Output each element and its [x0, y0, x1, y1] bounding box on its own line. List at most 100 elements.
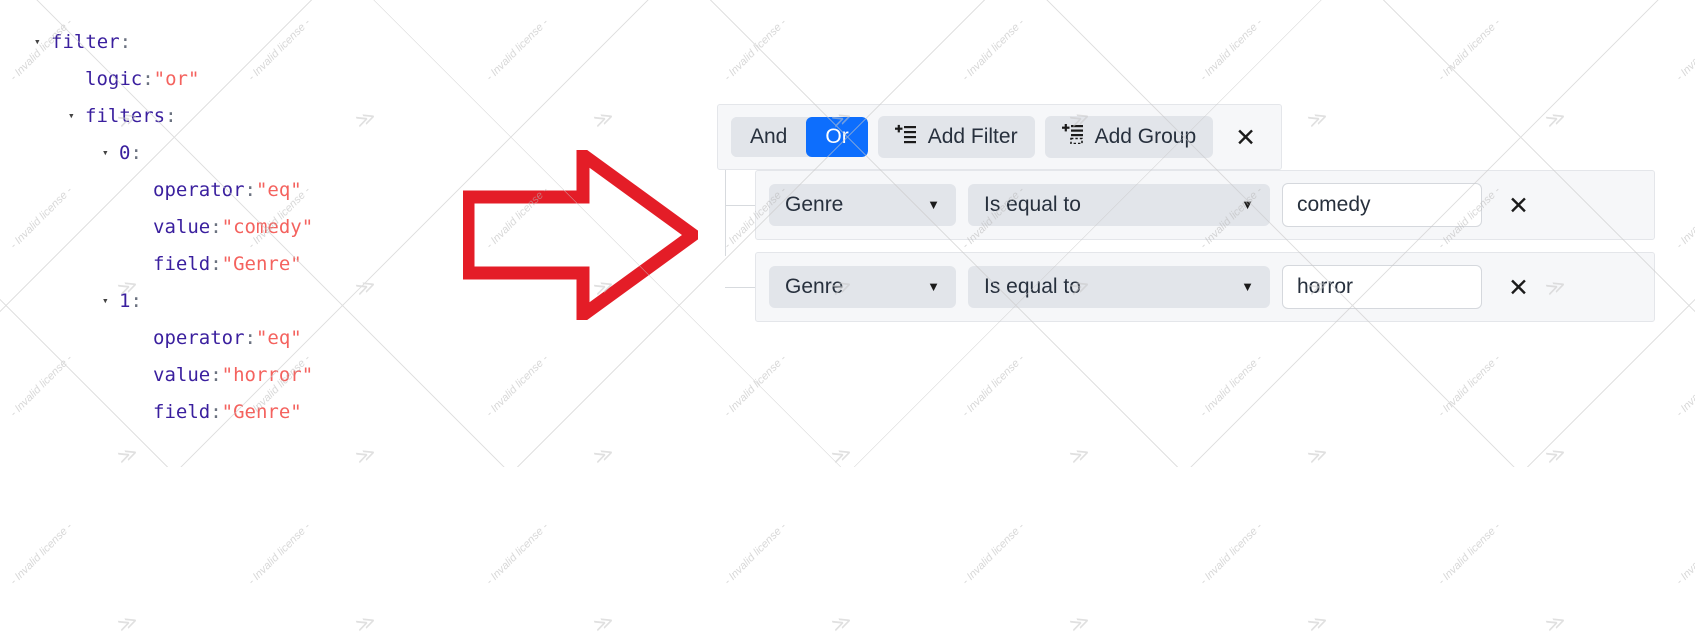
logic-toggle-or[interactable]: Or: [806, 117, 868, 158]
json-tree-row: ▾ filter:: [34, 24, 470, 61]
watermark-text: - Invalid license -: [1673, 353, 1695, 420]
chevron-down-icon: ▼: [927, 278, 940, 294]
json-key: value: [153, 216, 211, 238]
json-colon: :: [210, 216, 222, 238]
json-key: field: [153, 253, 211, 275]
watermark-logo-icon: ≫: [353, 610, 379, 637]
red-arrow-annotation: [461, 142, 705, 328]
caret-down-icon[interactable]: ▾: [68, 109, 75, 122]
json-colon: :: [130, 142, 142, 164]
json-colon: :: [244, 327, 256, 349]
watermark-logo-icon: ≫: [1543, 442, 1569, 469]
json-key: operator: [153, 327, 245, 349]
logic-toggle-and[interactable]: And: [731, 117, 807, 158]
caret-down-icon[interactable]: ▾: [102, 146, 109, 159]
watermark-text: - Invalid license -: [959, 520, 1027, 588]
query-builder-toolbar: And Or Add Filter: [717, 104, 1283, 171]
json-string-value: "Genre": [221, 401, 302, 423]
json-tree-row: ▾filters:: [34, 98, 470, 135]
watermark-text: - Invalid license -: [1673, 521, 1695, 588]
operator-dropdown[interactable]: Is equal to ▼: [968, 184, 1270, 227]
watermark-text: - Invalid license -: [1197, 352, 1265, 420]
watermark-logo-icon: ≫: [115, 610, 141, 637]
watermark-text: - Invalid license -: [721, 352, 789, 420]
watermark-logo-icon: ≫: [591, 442, 617, 469]
json-colon: :: [165, 105, 177, 127]
watermark-logo-icon: ≫: [1067, 610, 1093, 637]
query-builder: And Or Add Filter: [717, 104, 1655, 334]
chevron-down-icon: ▼: [927, 196, 940, 212]
logic-toggle-group[interactable]: And Or: [731, 117, 868, 158]
json-string-value: "Genre": [221, 253, 302, 275]
watermark-logo-icon: ≫: [1305, 610, 1331, 637]
add-group-icon: [1061, 123, 1084, 150]
json-colon: :: [210, 253, 222, 275]
json-string-value: "comedy": [221, 216, 314, 238]
field-dropdown-value: Genre: [785, 275, 844, 299]
watermark-text: - Invalid license -: [959, 352, 1027, 420]
watermark-logo-icon: ≫: [1067, 442, 1093, 469]
add-filter-label: Add Filter: [927, 125, 1018, 148]
add-group-label: Add Group: [1094, 125, 1197, 148]
value-input[interactable]: [1282, 265, 1482, 310]
json-tree-row: ▾field: "Genre": [34, 246, 470, 283]
json-tree-row: ▾value: "horror": [34, 357, 470, 394]
json-key: field: [153, 401, 211, 423]
json-tree-row: ▾field: "Genre": [34, 394, 470, 431]
filter-row: Genre ▼ Is equal to ▼ ✕: [755, 170, 1655, 241]
watermark-text: - Invalid license -: [1435, 16, 1503, 84]
operator-dropdown-value: Is equal to: [984, 193, 1081, 217]
watermark-text: - Invalid license -: [721, 16, 789, 84]
json-key: filter: [51, 31, 120, 53]
caret-down-icon[interactable]: ▾: [102, 294, 109, 307]
operator-dropdown[interactable]: Is equal to ▼: [968, 266, 1270, 309]
json-tree-row: ▾operator: "eq": [34, 172, 470, 209]
field-dropdown-value: Genre: [785, 193, 844, 217]
field-dropdown[interactable]: Genre ▼: [769, 184, 956, 227]
json-string-value: "eq": [255, 179, 302, 201]
json-colon: :: [244, 179, 256, 201]
watermark-text: - Invalid license -: [483, 520, 551, 588]
json-colon: :: [119, 31, 132, 53]
json-key: value: [153, 364, 211, 386]
value-input[interactable]: [1282, 183, 1482, 228]
json-key: 1: [119, 290, 131, 312]
watermark-text: - Invalid license -: [7, 520, 75, 588]
watermark-text: - Invalid license -: [1435, 352, 1503, 420]
add-filter-icon: [894, 124, 917, 150]
json-tree-row: ▾operator: "eq": [34, 320, 470, 357]
watermark-text: - Invalid license -: [483, 352, 551, 420]
delete-filter-button[interactable]: ✕: [1498, 271, 1539, 304]
json-tree-row: ▾value: "comedy": [34, 209, 470, 246]
filter-row: Genre ▼ Is equal to ▼ ✕: [755, 252, 1655, 323]
json-colon: :: [210, 364, 222, 386]
json-string-value: "eq": [255, 327, 302, 349]
watermark-text: - Invalid license -: [721, 520, 789, 588]
json-key: operator: [153, 179, 245, 201]
json-key: 0: [119, 142, 131, 164]
watermark-text: - Invalid license -: [1197, 520, 1265, 588]
filter-rows-container: Genre ▼ Is equal to ▼ ✕ Genre ▼ Is equal…: [717, 170, 1655, 323]
json-colon: :: [210, 401, 222, 423]
watermark-logo-icon: ≫: [829, 610, 855, 637]
json-tree-row: ▾1:: [34, 283, 470, 320]
chevron-down-icon: ▼: [1241, 278, 1254, 294]
watermark-text: - Invalid license -: [1197, 16, 1265, 84]
add-group-button[interactable]: Add Group: [1044, 116, 1214, 159]
field-dropdown[interactable]: Genre ▼: [769, 266, 956, 309]
watermark-text: - Invalid license -: [1673, 185, 1695, 252]
json-string-value: "horror": [221, 364, 314, 386]
caret-down-icon[interactable]: ▾: [34, 35, 41, 48]
add-filter-button[interactable]: Add Filter: [877, 116, 1035, 159]
json-tree-panel: ▾filter:▾logic: "or"▾filters:▾0:▾operato…: [0, 0, 470, 467]
watermark-logo-icon: ≫: [591, 106, 617, 133]
watermark-logo-icon: ≫: [1305, 442, 1331, 469]
watermark-text: - Invalid license -: [245, 520, 313, 588]
operator-dropdown-value: Is equal to: [984, 275, 1081, 299]
filter-row-wrapper: Genre ▼ Is equal to ▼ ✕: [725, 170, 1655, 241]
delete-filter-button[interactable]: ✕: [1498, 189, 1539, 222]
filter-row-wrapper: Genre ▼ Is equal to ▼ ✕: [725, 252, 1655, 323]
json-tree-row: ▾ 0:: [34, 135, 470, 172]
json-colon: :: [142, 68, 154, 90]
close-group-button[interactable]: ✕: [1223, 121, 1268, 154]
